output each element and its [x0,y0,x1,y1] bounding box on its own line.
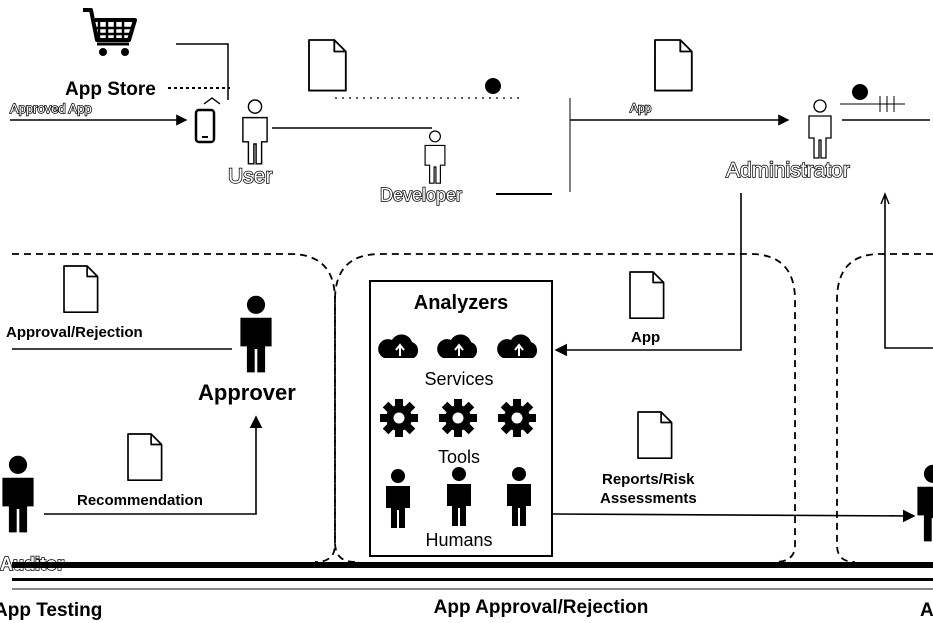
phone-up-arrow [203,97,221,105]
app-approval-title: App Approval/Rejection [434,597,649,618]
document-icon-approval [63,265,99,314]
user-icon [242,99,268,165]
top-hatch [840,96,905,112]
humans-label: Humans [425,530,492,550]
analyzers-title: Analyzers [414,292,509,314]
right-return-line [884,196,933,349]
approval-rejection-label: Approval/Rejection [6,324,143,341]
top-dot-2 [852,84,868,100]
store-connector-line [176,43,229,100]
administrator-label: Administrator [726,159,850,182]
developer-icon [424,130,446,184]
document-icon-app [629,271,665,320]
app-testing-boundary [12,253,336,563]
app-store-label: App Store [65,79,156,100]
app-label: App [631,329,660,346]
app-to-analyzers-arrow [554,193,742,357]
approved-app-label: Approved App [10,101,92,116]
shopping-cart-icon [83,8,137,56]
developer-label: Developer [380,185,462,205]
reports-label-line2: Assessments [600,490,697,507]
bottom-band [12,562,933,568]
document-icon-reports [637,411,673,460]
bottom-band-3 [12,588,933,590]
app-label-top: App [630,101,652,115]
user-label: User [228,165,272,188]
recommendation-label: Recommendation [77,492,203,509]
document-icon-recommendation [127,433,163,482]
bottom-band-2 [12,578,933,581]
document-icon-top-2 [654,39,693,92]
gear-tool-icon-1 [380,399,418,437]
app-testing-title: App Testing [0,600,102,621]
top-dot-1 [485,78,501,94]
tools-label: Tools [438,447,480,467]
app-approval-boundary [334,253,796,563]
document-icon-top-1 [308,39,347,92]
gear-tool-icon-2 [439,399,477,437]
right-up-arrow [880,192,890,205]
reports-arrow [551,509,916,523]
right-boundary [836,253,933,563]
administrator-icon [808,99,832,159]
gear-tool-icon-3 [498,399,536,437]
smartphone-icon [194,108,216,144]
right-edge-title: A [920,600,933,621]
services-label: Services [424,369,493,389]
approver-label: Approver [198,380,296,405]
auditor-icon [2,455,34,533]
right-edge-person-icon [917,464,933,542]
recommendation-arrow [44,415,263,515]
approver-icon [240,295,272,373]
reports-label-line1: Reports/Risk [602,471,695,488]
